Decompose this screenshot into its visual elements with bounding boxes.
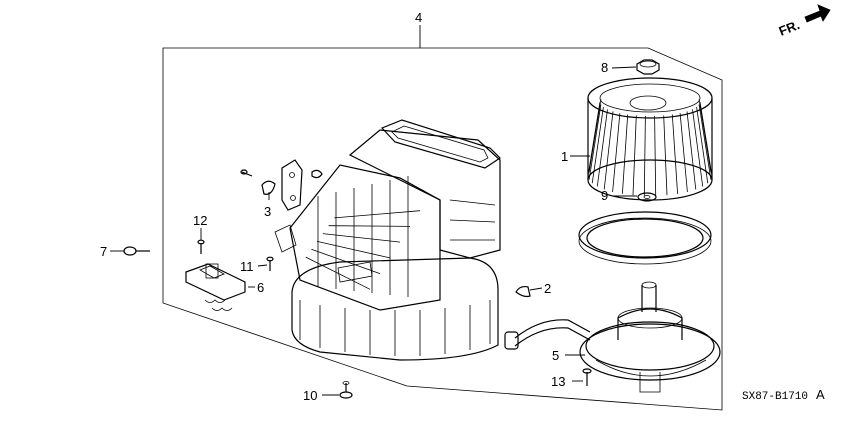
- blower-housing-part: [274, 119, 501, 361]
- callout-8: 8: [601, 60, 608, 75]
- blower-fan-part: [587, 77, 713, 201]
- callout-6: 6: [257, 280, 264, 295]
- assembly-boundary: [162, 47, 723, 411]
- callout-12: 12: [193, 213, 207, 228]
- callout-9: 9: [601, 188, 608, 203]
- clip-part: [515, 285, 531, 298]
- screw-11-part: [266, 256, 274, 271]
- callout-10: 10: [303, 388, 317, 403]
- callout-11: 11: [240, 259, 254, 274]
- diagram-code-suffix: A: [816, 387, 825, 402]
- nut-part: [636, 59, 660, 75]
- diagram-code: SX87-B1710 A: [742, 387, 825, 403]
- screw-13-part: [582, 368, 592, 386]
- callout-4: 4: [415, 10, 422, 25]
- blower-motor-part: [579, 281, 721, 393]
- leader-lines: [110, 25, 637, 396]
- motor-wire-harness: [504, 319, 591, 350]
- callout-2: 2: [544, 281, 551, 296]
- seal-ring-part: [578, 211, 712, 265]
- front-orientation-indicator: FR.: [777, 4, 831, 39]
- washer-part: [637, 192, 657, 202]
- callout-7: 7: [100, 244, 107, 259]
- callout-3: 3: [264, 204, 271, 219]
- bracket-part: [240, 159, 323, 211]
- callout-5: 5: [552, 348, 559, 363]
- screw-12-part: [197, 239, 205, 254]
- callout-1: 1: [561, 149, 568, 164]
- front-label: FR.: [777, 17, 802, 39]
- diagram-code-text: SX87-B1710: [742, 391, 808, 403]
- callout-13: 13: [551, 374, 565, 389]
- resistor-part: [185, 263, 246, 311]
- arrow-right-icon: [804, 4, 831, 23]
- screw-7-part: [123, 246, 150, 256]
- callout-labels: 4 8 1 9 3 12 7 11 6 2 5 13 10: [100, 10, 608, 403]
- screw-10-part: [339, 381, 353, 399]
